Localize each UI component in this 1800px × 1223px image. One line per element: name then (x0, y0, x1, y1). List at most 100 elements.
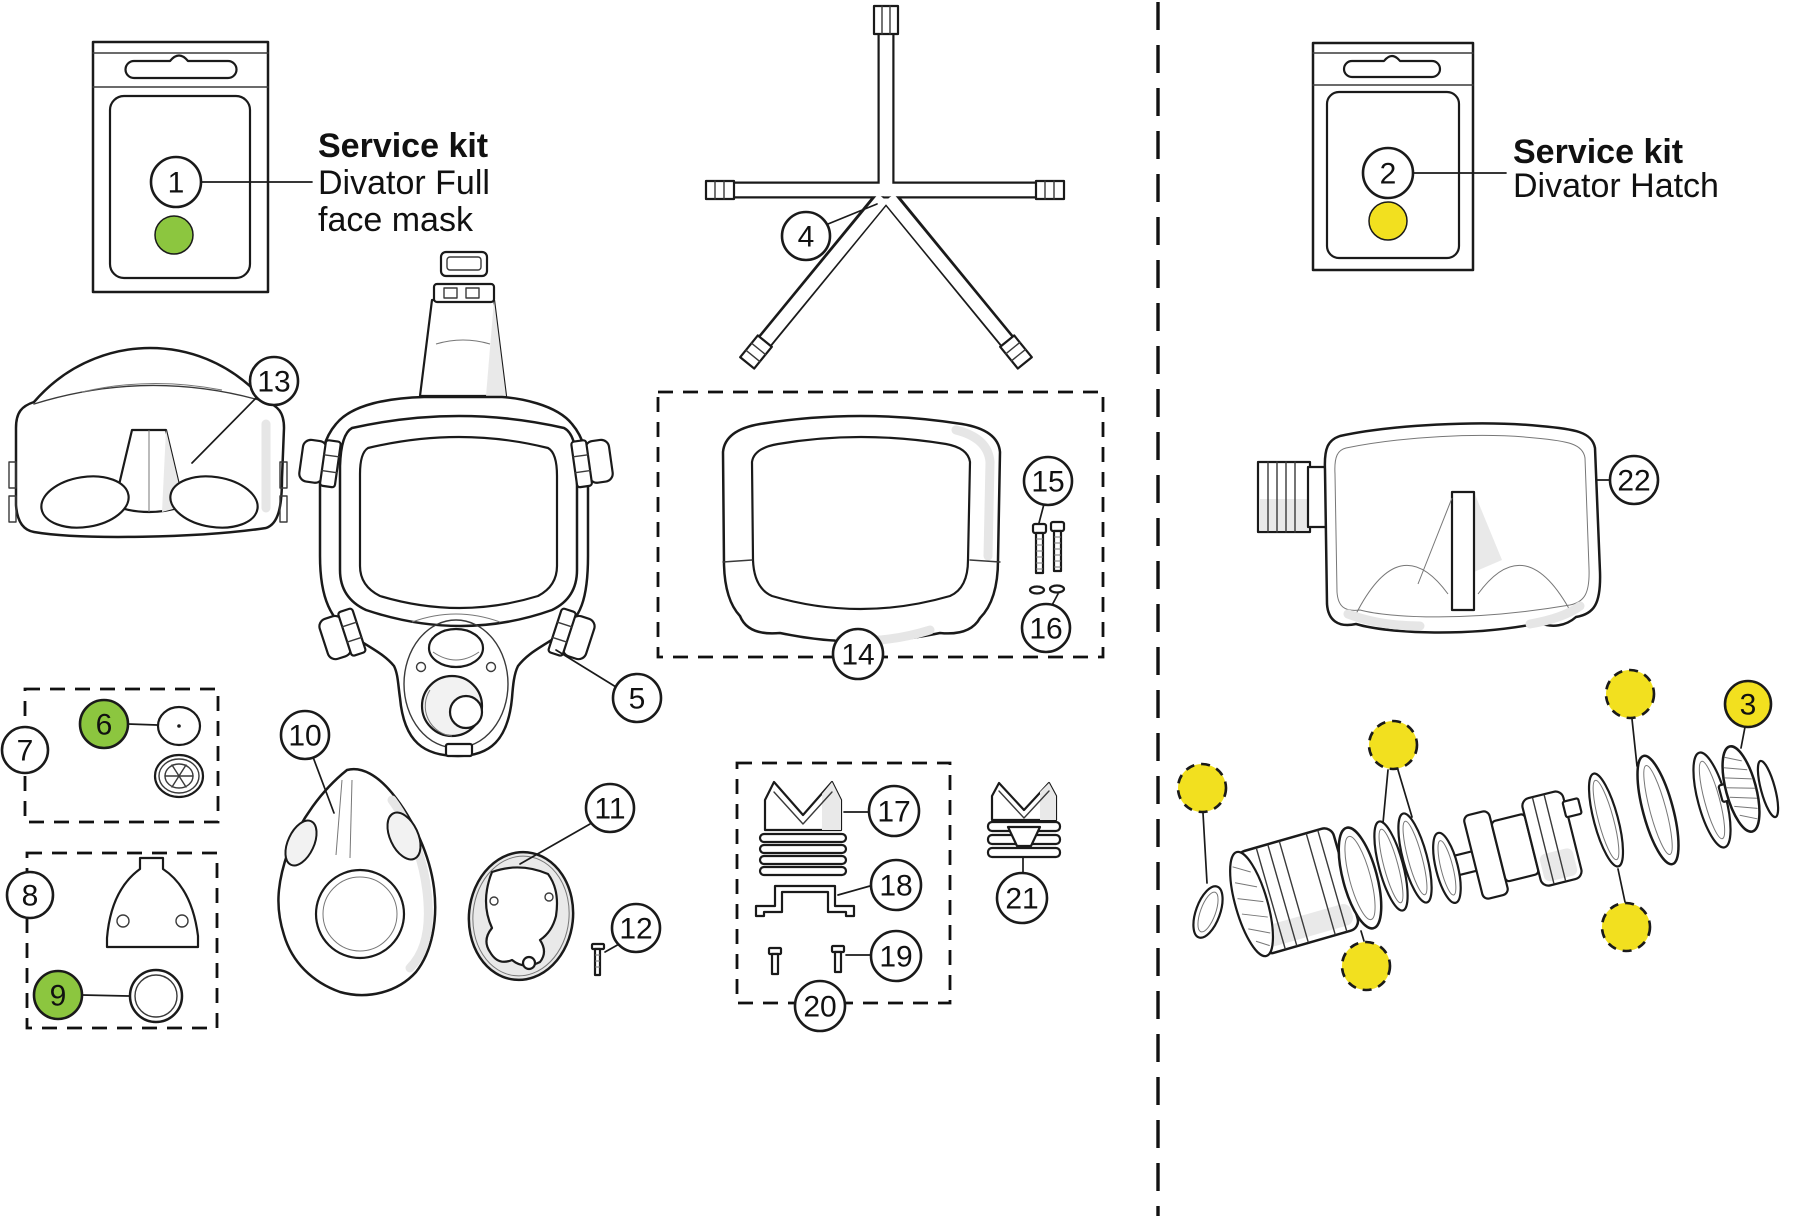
callout-8: 8 (5, 870, 55, 920)
lens-top-band (33, 384, 267, 405)
o-ring (1373, 820, 1409, 912)
cover-kit-box-8: 9 8 (5, 851, 219, 1030)
side-port-right (386, 811, 422, 861)
leader-line-11 (519, 823, 591, 865)
callout-14: 14 (831, 627, 885, 681)
svg-text:22: 22 (1617, 465, 1650, 498)
hose-stub (1256, 460, 1330, 534)
callout-21: 21 (995, 871, 1049, 925)
bite-block-21: 21 (986, 781, 1062, 925)
leader-line-6 (127, 723, 158, 726)
kit-box-8 (25, 851, 219, 1030)
poppet-cap (1432, 831, 1462, 904)
harness-buckle-right (1034, 179, 1066, 201)
side-slot (8, 495, 17, 523)
harness-buckle-top (872, 4, 900, 36)
svg-text:10: 10 (288, 720, 321, 753)
leader-line-13 (191, 396, 258, 464)
inner-mask-10: 10 (277, 709, 437, 997)
valve-body (1432, 790, 1583, 904)
callout-10: 10 (279, 709, 331, 761)
callout-1: 1 (149, 155, 203, 209)
callout-17: 17 (867, 784, 921, 838)
o-ring-small (1192, 885, 1224, 939)
screw-15-pair (1031, 520, 1066, 575)
hatch-valve-assembly: 3 (1176, 668, 1780, 992)
svg-text:8: 8 (22, 880, 39, 913)
leader-line-4 (827, 203, 878, 225)
callout-2: 2 (1361, 146, 1415, 200)
service-kit-1-package: 1 Service kit Divator Full face mask (91, 40, 490, 294)
svg-text:20: 20 (803, 991, 836, 1024)
screw-icon (1031, 522, 1048, 575)
harness-buckle-lower-left (739, 334, 773, 370)
leader-line-15 (1038, 503, 1045, 524)
cheek-arc-left (1355, 564, 1449, 615)
harness-straps-inner (721, 25, 1049, 355)
svg-text:18: 18 (879, 870, 912, 903)
leader-line-10 (312, 756, 335, 814)
hatch-inner-line (1334, 434, 1590, 618)
valve-stub (1561, 797, 1583, 819)
svg-text:11: 11 (594, 793, 625, 826)
bite-block-17 (758, 780, 848, 877)
kit1-color-dot (154, 215, 194, 255)
hang-slot (124, 54, 238, 80)
back-disc (1756, 759, 1780, 819)
svg-text:3: 3 (1740, 689, 1757, 722)
clamp-bracket-18 (754, 884, 856, 918)
ribbed-disc (1717, 745, 1761, 833)
svg-text:21: 21 (1005, 883, 1038, 916)
cheek-seam (411, 613, 501, 623)
yellow-marker-4 (1600, 901, 1652, 953)
callout-16: 16 (1020, 602, 1072, 654)
mouthpiece-kit-box-20: 17 18 19 20 (735, 761, 952, 1033)
frame-inner (750, 435, 972, 611)
kit1-subtitle-line1: Divator Full (318, 164, 490, 202)
o-ring-thin (1587, 772, 1625, 868)
harness-buckle-left (704, 179, 736, 201)
hatch-shading (1525, 601, 1585, 629)
callout-13: 13 (248, 355, 300, 407)
callout-5: 5 (611, 672, 663, 724)
hang-slot (1342, 54, 1442, 79)
svg-text:12: 12 (619, 913, 652, 946)
svg-text:13: 13 (257, 366, 290, 399)
hose-coupling (1229, 827, 1360, 958)
valve-cover (105, 856, 200, 949)
lens-top-arc (81, 383, 223, 393)
screw-icon (1049, 520, 1066, 573)
yellow-marker-1 (1176, 762, 1228, 814)
o-ring-9 (128, 968, 184, 1024)
mouth-opening (314, 868, 406, 960)
o-ring-large (1337, 826, 1383, 930)
notch (1006, 825, 1042, 848)
callout-11: 11 (584, 782, 636, 834)
svg-text:1: 1 (168, 167, 185, 200)
kit2-title: Service kit (1513, 133, 1683, 171)
valve-kit-box-7: 6 7 (0, 687, 220, 824)
marker-leader (1202, 812, 1208, 884)
kit2-color-dot (1368, 201, 1408, 241)
callout-7: 7 (0, 725, 50, 775)
frame-kit-box: 14 15 (656, 390, 1105, 681)
washer-ring (1636, 754, 1680, 866)
svg-text:14: 14 (841, 639, 874, 672)
o-ring (1397, 812, 1433, 904)
top-strap-mount (418, 250, 508, 398)
callout-12: 12 (610, 902, 662, 954)
nose-shading (1474, 492, 1502, 572)
callout-4: 4 (780, 210, 832, 262)
marker-leader (1382, 769, 1389, 824)
svg-text:4: 4 (798, 221, 815, 254)
head-harness: 4 (704, 4, 1066, 370)
side-port-left (284, 819, 318, 867)
gasket-cutout (484, 866, 559, 967)
leader-line-9 (81, 994, 130, 997)
gasket-11: 11 (467, 782, 636, 982)
svg-text:2: 2 (1380, 158, 1397, 191)
buckle-lower-left (318, 607, 367, 661)
kit2-subtitle-line1: Divator Hatch (1513, 167, 1719, 205)
visor-window (358, 435, 559, 610)
